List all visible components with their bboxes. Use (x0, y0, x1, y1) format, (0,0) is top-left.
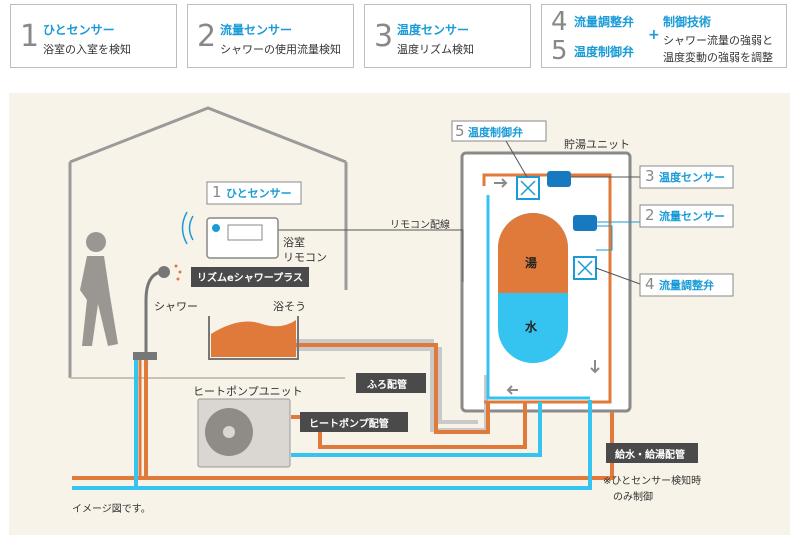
legend-tech-title: 制御技術 (663, 15, 712, 29)
flow-arrow-down (590, 360, 600, 374)
bath-remote-label-2: リモコン (283, 251, 327, 264)
callout-temp-valve-num: 5 (455, 122, 465, 140)
remote-screen (227, 224, 263, 241)
note-line-1: ※ひとセンサー検知時 (603, 476, 702, 487)
shower-label: シャワー (154, 300, 198, 313)
label-supply-piping (606, 443, 698, 463)
cold-pipe-supply (72, 400, 592, 490)
hot-pipe-bath (296, 343, 490, 434)
heat-pump-unit-label: ヒートポンプユニット (193, 385, 303, 398)
callout-flow-sensor-num: 2 (645, 206, 655, 224)
callout-flow-sensor (639, 204, 734, 228)
tank-hot-label: 湯 (525, 256, 538, 270)
legend-tech-desc-1: シャワー流量の強弱と (663, 34, 773, 47)
house-outline (68, 106, 348, 378)
sensor-waves-icon (181, 211, 194, 245)
product-badge-label: リズムeシャワープラス (197, 273, 303, 284)
label-product-badge (191, 267, 309, 287)
remote-wire (278, 229, 464, 282)
cold-pipe-heatpump (291, 402, 542, 457)
leader-temp-valve (505, 140, 528, 178)
legend-description: 温度リズム検知 (397, 43, 474, 56)
legend-title: 流量センサー (220, 23, 293, 37)
legend-number: 2 (197, 19, 217, 54)
remote-wiring-label: リモコン配線 (390, 220, 450, 231)
flow-arrow-in (494, 178, 508, 188)
hot-pipe-internal (482, 173, 612, 404)
legend-description: シャワーの使用流量検知 (220, 43, 341, 56)
callout-temp-sensor-label: 温度センサー (659, 171, 725, 184)
supply-piping-label: 給水・給湯配管 (615, 450, 685, 461)
cold-pipe-internal (486, 195, 590, 400)
callout-flow-sensor-label: 流量センサー (659, 210, 725, 223)
legend-item-combo: 4 流量調整弁 5 温度制御弁 + 制御技術 シャワー流量の強弱と 温度変動の強… (541, 4, 787, 68)
shower-head (158, 266, 170, 278)
legend-description: 浴室の入室を検知 (43, 43, 131, 56)
hot-pipe-supply (72, 412, 614, 480)
callout-temp-valve (451, 120, 547, 142)
flow-control-valve-symbol (577, 260, 593, 276)
callout-temp-sensor (639, 165, 734, 189)
diagram-canvas (68, 106, 734, 490)
callout-person-sensor (206, 181, 302, 205)
legend-number: 3 (374, 19, 394, 54)
callout-temp-valve-label: 温度制御弁 (468, 126, 523, 139)
legend-title-4: 流量調整弁 (574, 15, 635, 29)
legend-title-5: 温度制御弁 (574, 45, 635, 59)
bathtub-label: 浴そう (273, 300, 306, 313)
bath-piping-label: ふろ配管 (367, 380, 407, 391)
heat-pump-fan-hub (223, 426, 235, 438)
image-note: イメージ図です。 (72, 504, 151, 515)
bathroom-remote (206, 217, 279, 259)
plus-sign: + (648, 27, 660, 43)
label-heatpump-piping (300, 412, 408, 432)
legend-tech-desc-2: 温度変動の強弱を調整 (663, 51, 773, 64)
callout-flow-valve-num: 4 (645, 275, 655, 293)
callout-person-sensor-label: ひとセンサー (226, 187, 292, 200)
callout-flow-valve (639, 273, 734, 297)
bath-remote-label-1: 浴室 (283, 236, 305, 249)
legend-number-4: 4 (551, 7, 568, 37)
leader-flow-valve (595, 267, 641, 285)
person-sensor-dot (212, 224, 220, 232)
tank-cold-label: 水 (525, 320, 538, 334)
legend-number: 1 (20, 19, 40, 54)
legend-title: ひとセンサー (43, 23, 115, 37)
system-diagram: 5 温度制御弁 貯湯ユニット 3 温度センサー 2 流量センサー 4 流量調整弁… (9, 93, 790, 535)
label-bath-piping (356, 373, 426, 393)
person-figure (80, 232, 118, 346)
bathtub-outline (208, 316, 299, 360)
callout-person-sensor-num: 1 (212, 183, 222, 201)
legend-item-1: 1 ひとセンサー 浴室の入室を検知 (10, 4, 177, 68)
legend-number-5: 5 (551, 36, 568, 66)
flow-sensor (573, 215, 597, 231)
shower-spray (174, 264, 182, 281)
shower-hose (144, 270, 161, 360)
bath-pipe-gray-2 (296, 347, 478, 424)
legend-item-2: 2 流量センサー シャワーの使用流量検知 (187, 4, 354, 68)
flow-arrow-left (506, 385, 518, 395)
temp-sensor (547, 171, 571, 187)
tank-unit-label: 貯湯ユニット (564, 138, 630, 151)
callout-flow-valve-label: 流量調整弁 (659, 279, 714, 292)
temp-control-valve-symbol (520, 180, 536, 196)
note-line-2: のみ制御 (613, 492, 653, 503)
leader-flow-sensor (596, 221, 640, 251)
callout-temp-sensor-num: 3 (645, 167, 655, 185)
legend-title: 温度センサー (397, 23, 470, 37)
shower-fixture (133, 352, 157, 360)
bathtub-water (211, 320, 296, 357)
heat-pump-piping-label: ヒートポンプ配管 (309, 419, 389, 430)
legend-item-3: 3 温度センサー 温度リズム検知 (364, 4, 531, 68)
tank-hot-top (498, 213, 568, 293)
